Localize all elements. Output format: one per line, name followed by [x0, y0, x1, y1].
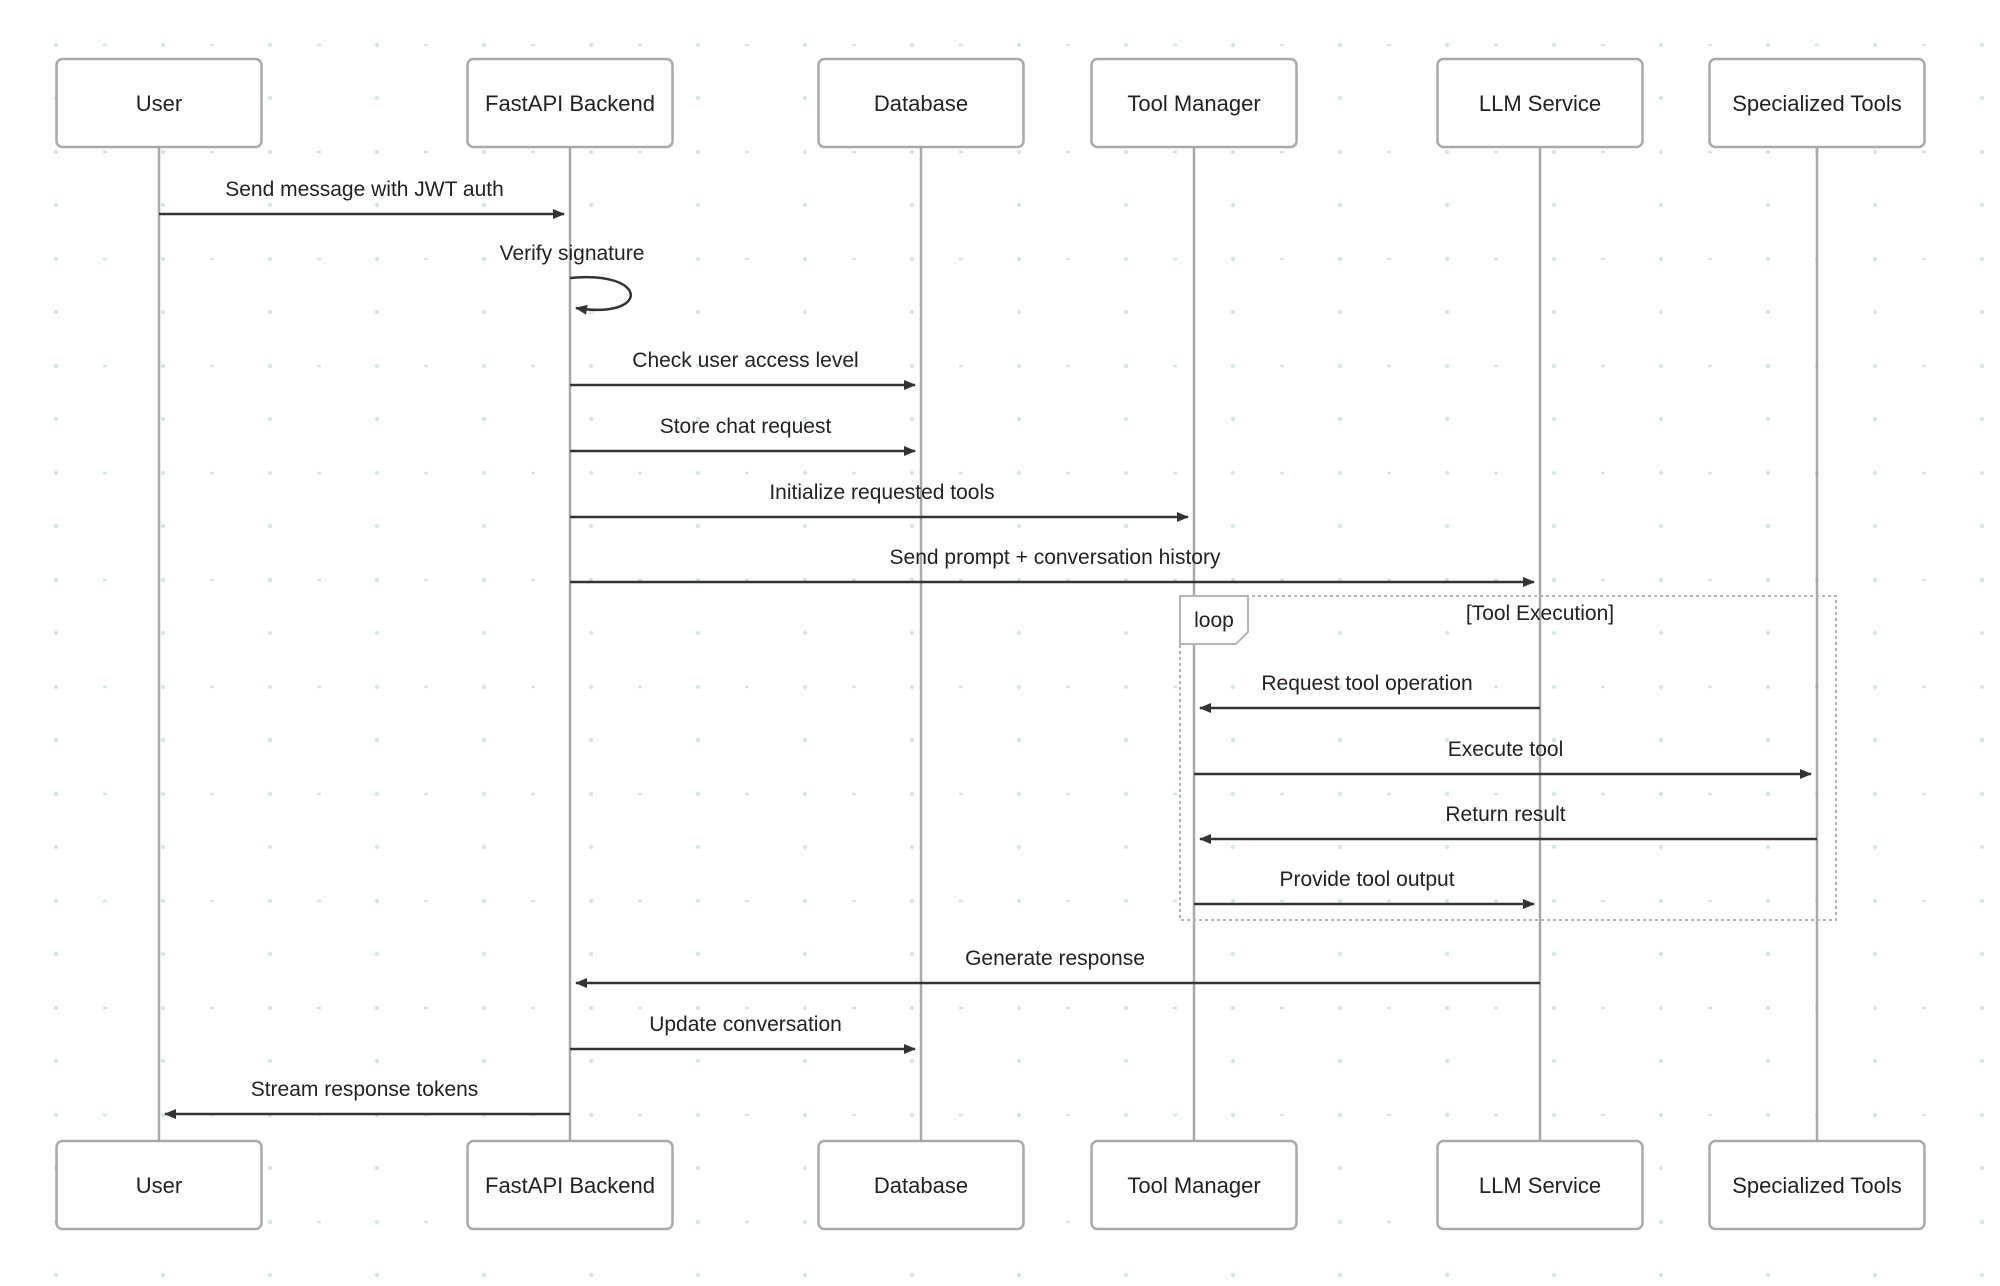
participant-label: Database: [874, 1173, 968, 1198]
participant-backend-top: FastAPI Backend: [466, 57, 674, 149]
loop-keyword: loop: [1194, 609, 1234, 632]
participant-box: [817, 57, 1025, 149]
participant-box: [1090, 57, 1298, 149]
message-9: Return result: [1199, 803, 1817, 844]
message-label: Provide tool output: [1279, 868, 1454, 891]
participant-label: LLM Service: [1479, 91, 1601, 116]
participant-box: [466, 57, 674, 149]
participant-box: [1090, 1139, 1298, 1231]
message-10: Provide tool output: [1194, 868, 1535, 909]
message-label: Verify signature: [500, 242, 645, 265]
participant-llm-top: LLM Service: [1436, 57, 1644, 149]
participant-label: User: [136, 91, 182, 116]
participant-box: [817, 1139, 1025, 1231]
message-6: Send prompt + conversation history: [570, 546, 1535, 587]
participant-user-bottom: User: [55, 1139, 263, 1231]
loop-fragment: loop [Tool Execution]: [1179, 595, 1837, 921]
message-label: Check user access level: [632, 349, 858, 372]
message-4: Store chat request: [570, 415, 916, 456]
message-13: Stream response tokens: [164, 1078, 570, 1119]
loop-label: [Tool Execution]: [1466, 602, 1614, 625]
message-5: Initialize requested tools: [570, 481, 1189, 522]
participant-tools-bottom: Specialized Tools: [1708, 1139, 1926, 1231]
participant-label: User: [136, 1173, 182, 1198]
participant-box: [466, 1139, 674, 1231]
message-label: Generate response: [965, 947, 1145, 970]
participant-box: [1708, 57, 1926, 149]
message-label: Return result: [1445, 803, 1565, 826]
participant-backend-bottom: FastAPI Backend: [466, 1139, 674, 1231]
participant-label: FastAPI Backend: [485, 1173, 655, 1198]
participant-label: Tool Manager: [1127, 1173, 1260, 1198]
participant-box: [1708, 1139, 1926, 1231]
participant-db-top: Database: [817, 57, 1025, 149]
participant-label: Specialized Tools: [1732, 91, 1902, 116]
message-label: Execute tool: [1448, 738, 1564, 761]
participant-db-bottom: Database: [817, 1139, 1025, 1231]
message-label: Store chat request: [660, 415, 832, 438]
message-label: Update conversation: [649, 1013, 842, 1036]
participant-tools-top: Specialized Tools: [1708, 57, 1926, 149]
message-1: Send message with JWT auth: [159, 178, 565, 219]
participant-label: LLM Service: [1479, 1173, 1601, 1198]
participant-toolmgr-bottom: Tool Manager: [1090, 1139, 1298, 1231]
participant-label: Tool Manager: [1127, 91, 1260, 116]
participant-label: Specialized Tools: [1732, 1173, 1902, 1198]
participant-user-top: User: [55, 57, 263, 149]
participant-label: FastAPI Backend: [485, 91, 655, 116]
participant-toolmgr-top: Tool Manager: [1090, 57, 1298, 149]
message-12: Update conversation: [570, 1013, 916, 1054]
loop-border: [1179, 595, 1837, 921]
message-label: Request tool operation: [1261, 672, 1472, 695]
participant-box: [1436, 1139, 1644, 1231]
message-label: Stream response tokens: [251, 1078, 479, 1101]
message-11: Generate response: [575, 947, 1540, 988]
participant-llm-bottom: LLM Service: [1436, 1139, 1644, 1231]
message-2: Verify signature: [500, 242, 645, 315]
message-8: Execute tool: [1194, 738, 1812, 779]
message-label: Send prompt + conversation history: [890, 546, 1221, 569]
message-7: Request tool operation: [1199, 672, 1540, 713]
message-label: Send message with JWT auth: [225, 178, 504, 201]
participant-box: [55, 1139, 263, 1231]
participant-label: Database: [874, 91, 968, 116]
participant-box: [55, 57, 263, 149]
message-3: Check user access level: [570, 349, 916, 390]
loop-tag: [1179, 595, 1249, 645]
message-label: Initialize requested tools: [769, 481, 994, 504]
participant-box: [1436, 57, 1644, 149]
self-message-arrow: [569, 275, 632, 315]
